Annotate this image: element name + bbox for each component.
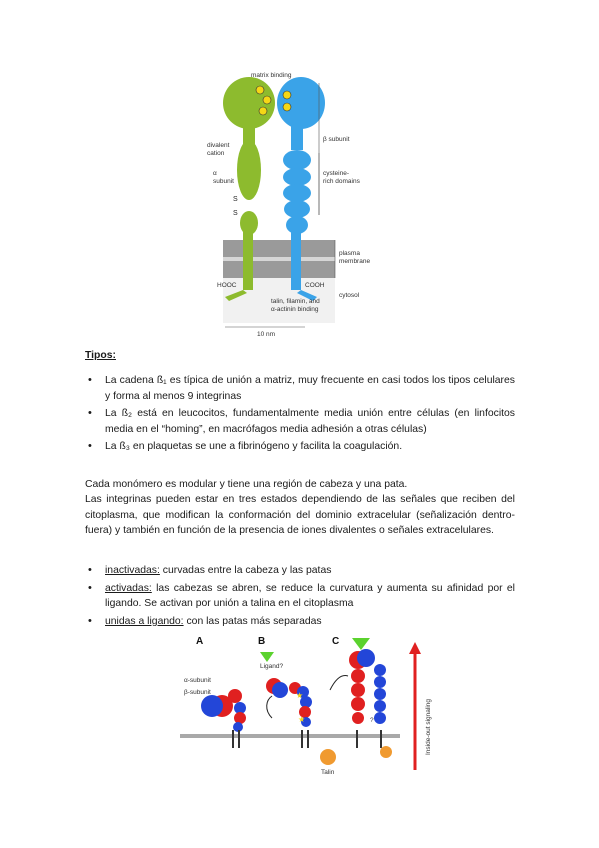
talin-circle-c bbox=[380, 746, 392, 758]
list-item: La cadena ß₁ es típica de unión a matriz… bbox=[85, 373, 515, 404]
panel-c-label: C bbox=[332, 636, 339, 647]
beta-subunit-shape bbox=[277, 77, 325, 301]
integrin-activation-figure: A B C α-subunit β-subunit Ligand? ★ ★ Ta… bbox=[180, 636, 432, 776]
beta-chain-list: La cadena ß₁ es típica de unión a matriz… bbox=[85, 373, 515, 455]
state-text: las cabezas se abren, se reduce la curva… bbox=[105, 582, 515, 610]
star-icon: ★ bbox=[296, 691, 303, 700]
disulfide-s1: S bbox=[233, 196, 238, 203]
arrow-icon bbox=[329, 675, 349, 691]
state-term: unidas a ligando: bbox=[105, 615, 184, 627]
integrin-extended: Ligand? ★ ★ Talin bbox=[260, 652, 336, 776]
disulfide-s2: S bbox=[233, 210, 238, 217]
label-beta-subunit: β subunit bbox=[323, 136, 350, 143]
ligand-triangle-c bbox=[352, 638, 370, 650]
paragraph-states: Las integrinas pueden estar en tres esta… bbox=[85, 494, 515, 537]
label-cytosol: cytosol bbox=[339, 292, 360, 299]
states-list: inactivadas: curvadas entre la cabeza y … bbox=[85, 563, 515, 629]
ligand-triangle-b bbox=[260, 652, 274, 662]
integrin-ligand-bound: ? bbox=[329, 638, 392, 758]
integrin-bent bbox=[201, 689, 246, 748]
state-term: inactivadas: bbox=[105, 565, 160, 576]
ligand-label: Ligand? bbox=[260, 663, 284, 670]
list-item: unidas a ligando: con las patas más sepa… bbox=[85, 614, 515, 630]
list-item: inactivadas: curvadas entre la cabeza y … bbox=[85, 563, 515, 579]
alpha-subunit-shape bbox=[223, 77, 275, 301]
list-item: La ß₂ está en leucocitos, fundamentalmen… bbox=[85, 406, 515, 437]
list-item: La ß₃ en plaquetas se une a fibrinógeno … bbox=[85, 439, 515, 455]
membrane-line bbox=[180, 734, 400, 738]
inside-out-label: Inside-out signaling bbox=[425, 699, 432, 755]
state-text: con las patas más separadas bbox=[183, 615, 322, 627]
panel-a-label: A bbox=[196, 636, 203, 647]
label-cooh: COOH bbox=[305, 282, 325, 289]
question-mark: ? bbox=[370, 717, 374, 724]
paragraph-monomer: Cada monómero es modular y tiene una reg… bbox=[85, 479, 408, 490]
label-cysteine-rich: cysteine-rich domains bbox=[323, 170, 361, 185]
list-item: activadas: las cabezas se abren, se redu… bbox=[85, 581, 515, 612]
cytosol-area bbox=[223, 278, 335, 323]
alpha-subunit-label: α-subunit bbox=[184, 677, 211, 684]
talin-circle bbox=[320, 749, 336, 765]
star-icon: ★ bbox=[298, 715, 305, 724]
section-title: Tipos: bbox=[85, 350, 116, 361]
label-hooc: HOOC bbox=[217, 282, 237, 289]
label-scale: 10 nm bbox=[257, 331, 275, 338]
state-term: activadas: bbox=[105, 582, 152, 594]
talin-label: Talin bbox=[321, 769, 335, 776]
state-text: curvadas entre la cabeza y las patas bbox=[159, 565, 332, 576]
beta-subunit-label: β-subunit bbox=[184, 689, 211, 696]
cation-dots bbox=[255, 85, 292, 116]
panel-b-label: B bbox=[258, 636, 265, 647]
label-matrix-binding: matrix binding bbox=[251, 72, 292, 79]
arrow-icon bbox=[266, 695, 273, 719]
